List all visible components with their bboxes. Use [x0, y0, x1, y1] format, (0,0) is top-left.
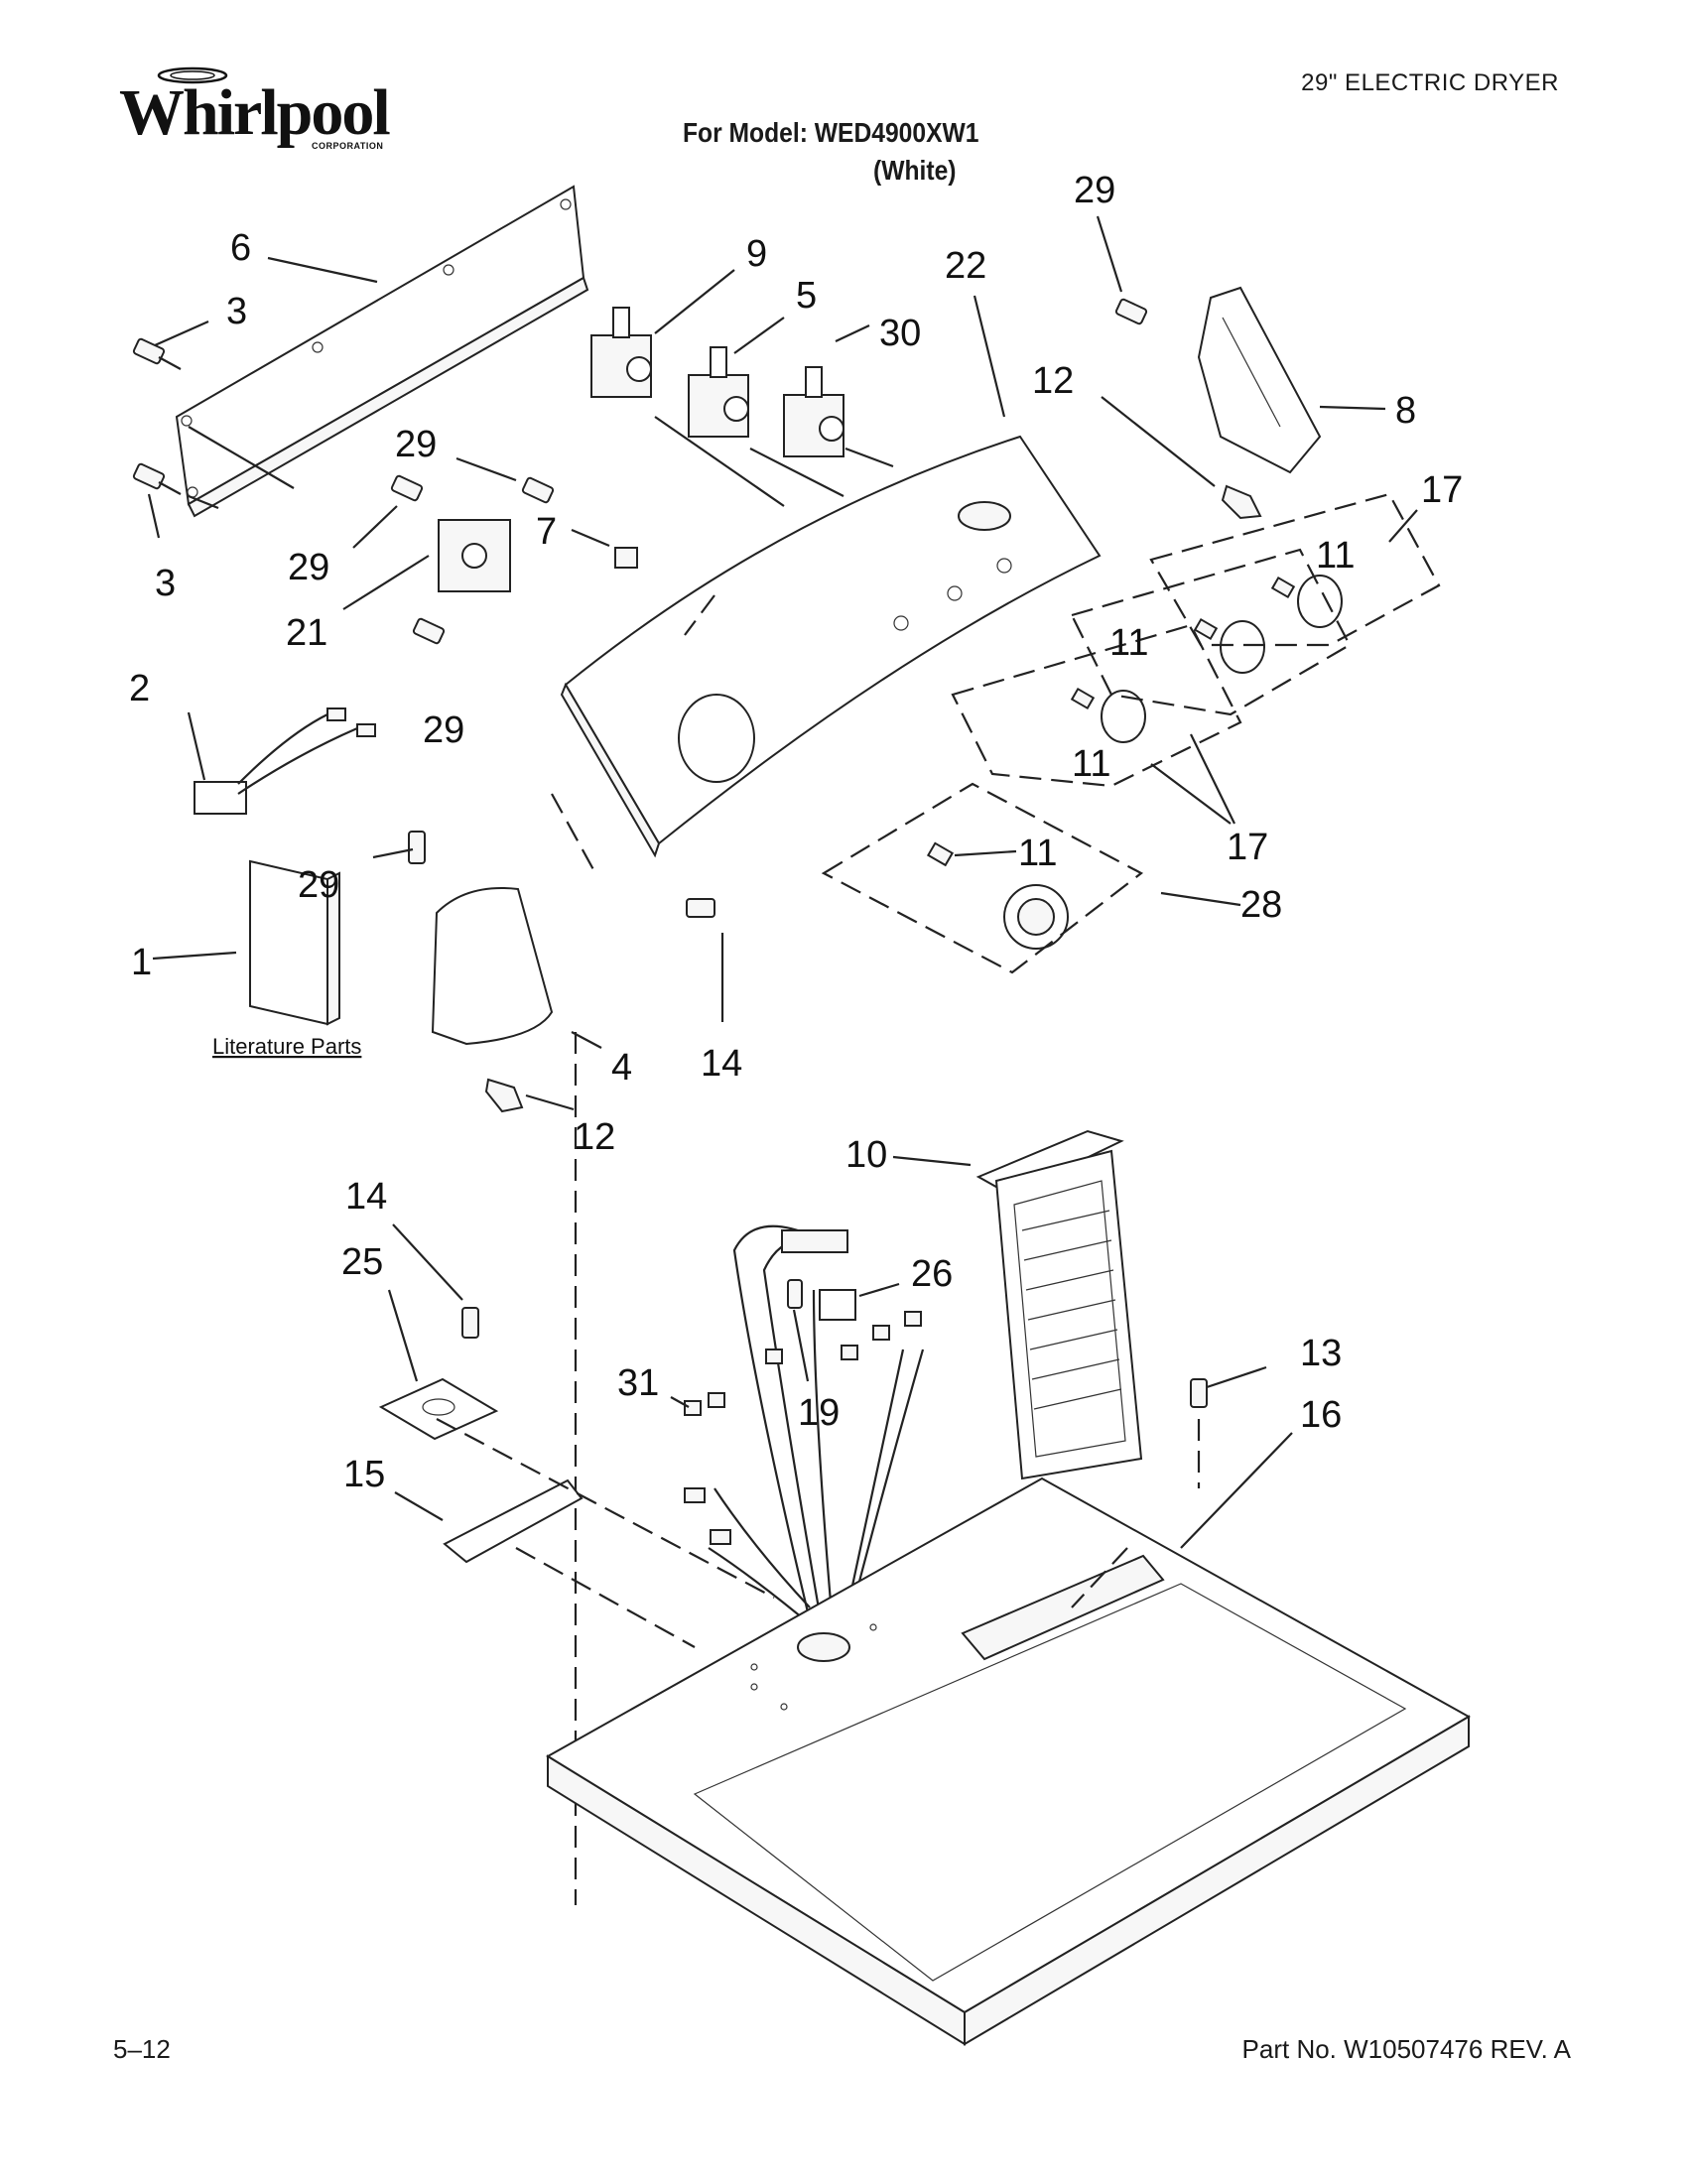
callout-2: 2 — [129, 668, 150, 709]
callout-26: 26 — [911, 1253, 953, 1295]
leader-dash-25 — [436, 1418, 775, 1599]
knob-part-17-c — [1070, 687, 1146, 743]
callout-1: 1 — [131, 942, 152, 983]
brand-name: Whirlpool — [119, 76, 391, 149]
callout-9: 9 — [746, 233, 767, 275]
callout-13: 13 — [1300, 1333, 1342, 1374]
callout-30: 30 — [879, 313, 921, 354]
screw-part-29-b — [521, 476, 555, 504]
screw-part-29-d — [408, 831, 426, 864]
bracket-part-26 — [819, 1289, 856, 1321]
callout-arrows — [147, 215, 1418, 1549]
callout-17-lower: 17 — [1227, 827, 1268, 868]
screw-part-13 — [1190, 1378, 1208, 1408]
callout-19: 19 — [798, 1392, 840, 1434]
callout-10: 10 — [845, 1134, 887, 1176]
model-number: For Model: WED4900XW1 — [683, 117, 979, 148]
clip-part-12-lower — [484, 1078, 524, 1113]
callout-11-b: 11 — [1109, 622, 1148, 664]
knob-part-17-a — [1270, 575, 1343, 628]
cover-part-4 — [431, 887, 554, 1046]
screw-part-3-lower — [132, 462, 182, 495]
leader-5 — [749, 448, 844, 497]
callout-31: 31 — [617, 1362, 659, 1404]
callout-22: 22 — [945, 245, 986, 287]
bracket-part-8 — [1197, 286, 1322, 474]
brand-subtitle: CORPORATION — [312, 141, 384, 151]
screw-part-14-bracket — [461, 1307, 479, 1339]
knob-part-28 — [926, 841, 1069, 950]
callout-14-bracket: 14 — [345, 1176, 387, 1218]
leader-dash-7 — [684, 594, 715, 636]
model-color: (White) — [873, 155, 957, 186]
callout-16: 16 — [1300, 1394, 1342, 1436]
callout-4: 4 — [611, 1047, 632, 1089]
callout-21: 21 — [286, 612, 327, 654]
callout-25: 25 — [341, 1241, 383, 1283]
plate-part-15 — [443, 1478, 584, 1564]
lint-screen-part-10 — [975, 1129, 1143, 1480]
screw-part-29-c — [412, 617, 446, 645]
callout-29-c: 29 — [423, 709, 464, 751]
leader-3b — [188, 494, 219, 510]
callout-14-console: 14 — [701, 1043, 742, 1085]
callout-11-d: 11 — [1018, 833, 1057, 874]
screw-part-29-top — [1114, 298, 1148, 325]
callout-12-lower: 12 — [574, 1116, 615, 1158]
part-number: Part No. W10507476 REV. A — [1241, 2034, 1571, 2064]
callout-29-b: 29 — [288, 547, 329, 588]
leader-dash-15 — [515, 1547, 696, 1648]
rear-panel-part-6 — [175, 185, 589, 518]
screw-part-14-console — [686, 898, 715, 918]
literature-part-1 — [249, 859, 340, 1026]
callout-labels: 6 3 3 9 5 30 22 29 12 8 17 29 7 29 21 29… — [129, 170, 1463, 1495]
callout-29-a: 29 — [395, 424, 437, 465]
timer-part-21 — [438, 519, 511, 592]
switch-part-9 — [590, 307, 652, 398]
leader-30 — [844, 447, 894, 468]
clip-part-12-top — [1221, 484, 1262, 520]
callout-7: 7 — [536, 511, 557, 553]
document-type: 29" ELECTRIC DRYER — [1301, 69, 1559, 96]
callout-8: 8 — [1395, 390, 1416, 432]
console-part-22 — [560, 435, 1102, 858]
harness-part-2 — [194, 707, 376, 815]
callout-17-top: 17 — [1421, 469, 1463, 511]
callout-3-lower: 3 — [155, 563, 176, 604]
screw-part-3-upper — [132, 337, 182, 370]
switch-part-30 — [783, 366, 844, 457]
leader-3 — [188, 426, 295, 489]
logo-swirl-icon — [157, 66, 228, 84]
screw-part-29-a — [390, 474, 424, 502]
callout-11-c: 11 — [1072, 743, 1110, 785]
callout-6: 6 — [230, 227, 251, 269]
sensor-part-7 — [614, 547, 638, 569]
callout-5: 5 — [796, 275, 817, 317]
knob-part-17-b — [1193, 617, 1265, 674]
literature-label: Literature Parts — [212, 1034, 361, 1059]
callout-3-upper: 3 — [226, 291, 247, 332]
callout-12-top: 12 — [1032, 360, 1074, 402]
leader-dash-10 — [1071, 1547, 1128, 1608]
switch-part-5 — [688, 346, 749, 438]
leader-dash-29c — [551, 793, 596, 874]
top-panel-part-16 — [546, 1477, 1472, 2046]
callout-11-a: 11 — [1316, 535, 1355, 577]
bracket-part-25 — [378, 1377, 499, 1441]
callout-28: 28 — [1240, 884, 1282, 926]
callout-15: 15 — [343, 1454, 385, 1495]
whirlpool-logo: Whirlpool CORPORATION — [113, 62, 391, 161]
leader-9 — [654, 416, 785, 507]
callout-29-top: 29 — [1074, 170, 1115, 211]
callout-29-d: 29 — [298, 864, 339, 906]
screw-part-19 — [787, 1279, 803, 1309]
page-number: 5–12 — [113, 2034, 171, 2064]
